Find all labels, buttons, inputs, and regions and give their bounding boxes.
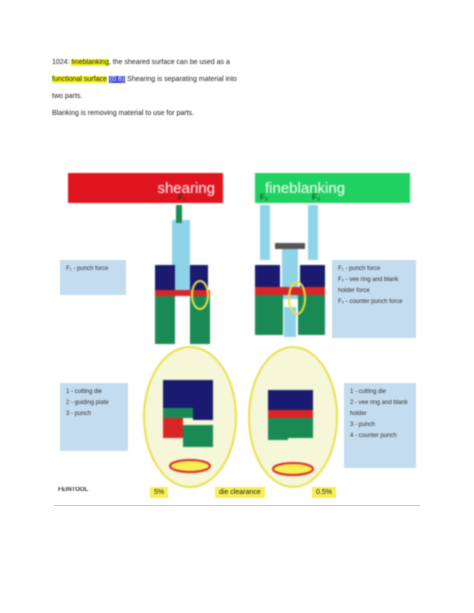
fineblanking-tool (255, 205, 325, 337)
text-line-4: Blanking is removing material to use for… (52, 110, 195, 117)
shearing-detail (143, 346, 237, 488)
clearance-right: 0.5% (312, 487, 336, 498)
highlight-tag: (0.6) (108, 76, 126, 83)
legend-fineblanking-forces: F₁ - punch force F₂ - vee ring and blank… (332, 260, 416, 338)
footer-divider (54, 505, 420, 506)
comparison-figure: shearing fineblanking (50, 165, 422, 510)
force-label-f3: F₃ (312, 193, 321, 202)
text-line-2: functional surface (0.6) Shearing is sep… (52, 76, 237, 83)
force-label-f1-left: F₁ (178, 193, 186, 202)
feintool-logo: FEINTOOL (58, 487, 89, 493)
shearing-punch (155, 205, 210, 344)
shearing-tool-diagram (143, 205, 338, 488)
figure-footer: FEINTOOL 5% die clearance 0.5% (50, 477, 422, 505)
header-fineblanking: fineblanking (255, 173, 410, 203)
text-line-3: two parts. (52, 93, 83, 100)
legend-shearing-parts: 1 - cutting die 2 - guiding plate 3 - pu… (60, 383, 128, 451)
force-label-f2: F₂ (260, 193, 268, 202)
highlight-fineblanking: fineblanking (71, 59, 109, 66)
clearance-left: 5% (150, 487, 169, 498)
text-line-1: 1024: fineblanking, the sheared surface … (52, 59, 230, 66)
document-text: 1024: fineblanking, the sheared surface … (52, 54, 432, 122)
fineblanking-detail (248, 346, 338, 488)
legend-shearing-forces: F₁ - punch force (60, 260, 126, 295)
legend-fineblanking-parts: 1 - cutting die 2 - vee ring and blank h… (344, 383, 416, 468)
highlight-functional-surface: functional surface (52, 76, 107, 83)
clearance-label: die clearance (215, 487, 265, 498)
header-shearing: shearing (68, 173, 223, 203)
